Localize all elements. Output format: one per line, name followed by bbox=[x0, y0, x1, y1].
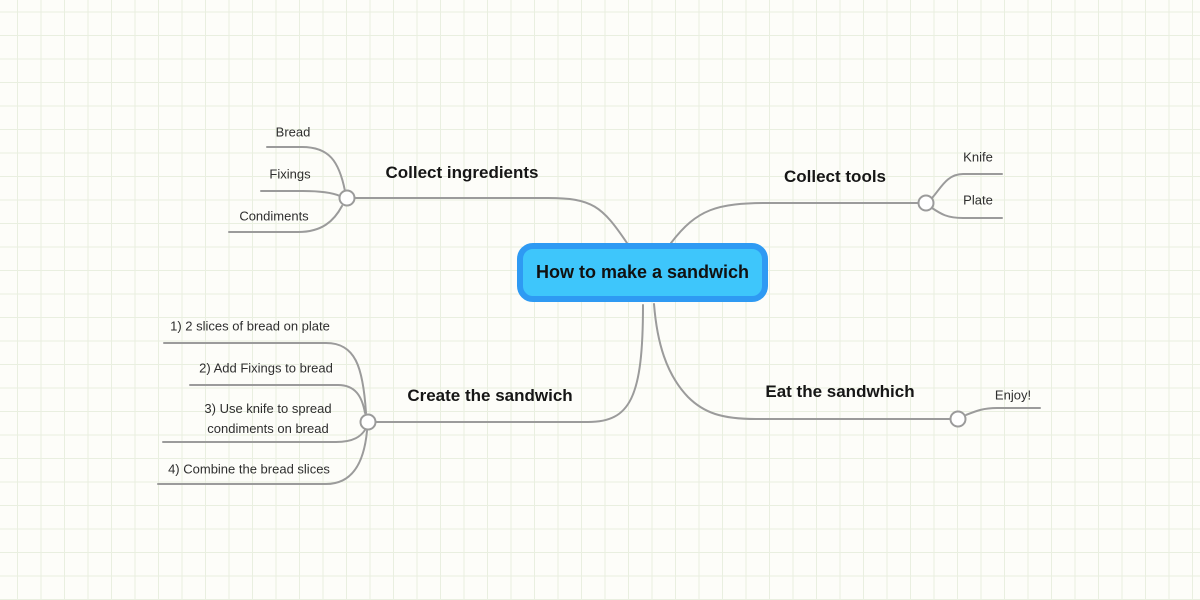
branch-collect-ingredients[interactable]: Collect ingredients bbox=[385, 163, 539, 182]
link-fixings bbox=[260, 190, 341, 197]
leaf-step-2[interactable]: 2) Add Fixings to bread bbox=[199, 360, 333, 376]
branch-collect-tools[interactable]: Collect tools bbox=[783, 167, 887, 186]
link-step4 bbox=[157, 430, 368, 485]
branch-eat-sandwhich[interactable]: Eat the sandwhich bbox=[765, 382, 915, 401]
link-knife bbox=[931, 173, 1003, 199]
handle-create-sandwich[interactable] bbox=[359, 413, 377, 431]
link-center-to-collect-ingredients bbox=[354, 197, 628, 244]
leaf-step-4[interactable]: 4) Combine the bread slices bbox=[168, 461, 330, 477]
branch-create-sandwich[interactable]: Create the sandwich bbox=[407, 386, 573, 405]
link-condiments bbox=[228, 205, 343, 233]
handle-collect-tools[interactable] bbox=[917, 194, 935, 212]
leaf-condiments[interactable]: Condiments bbox=[239, 208, 309, 224]
leaf-bread[interactable]: Bread bbox=[275, 124, 311, 140]
link-step2 bbox=[189, 384, 366, 414]
link-bread bbox=[266, 146, 346, 192]
central-node-label: How to make a sandwich bbox=[535, 262, 750, 282]
leaf-fixings[interactable]: Fixings bbox=[269, 166, 311, 182]
handle-eat-sandwhich[interactable] bbox=[949, 410, 967, 428]
central-node[interactable]: How to make a sandwich bbox=[517, 243, 768, 302]
leaf-step-3[interactable]: 3) Use knife to spread condiments on bre… bbox=[204, 400, 332, 436]
link-center-to-create-sandwich bbox=[375, 304, 644, 423]
handle-collect-ingredients[interactable] bbox=[338, 189, 356, 207]
link-center-to-eat-sandwhich bbox=[653, 303, 951, 420]
leaf-knife[interactable]: Knife bbox=[963, 149, 993, 165]
link-center-to-collect-tools bbox=[670, 202, 919, 244]
leaf-enjoy[interactable]: Enjoy! bbox=[994, 387, 1032, 403]
leaf-plate[interactable]: Plate bbox=[963, 192, 993, 208]
link-plate bbox=[931, 207, 1003, 219]
link-step3 bbox=[162, 429, 366, 443]
link-enjoy bbox=[965, 407, 1041, 416]
link-step1 bbox=[163, 342, 367, 414]
leaf-step-1[interactable]: 1) 2 slices of bread on plate bbox=[170, 318, 330, 334]
